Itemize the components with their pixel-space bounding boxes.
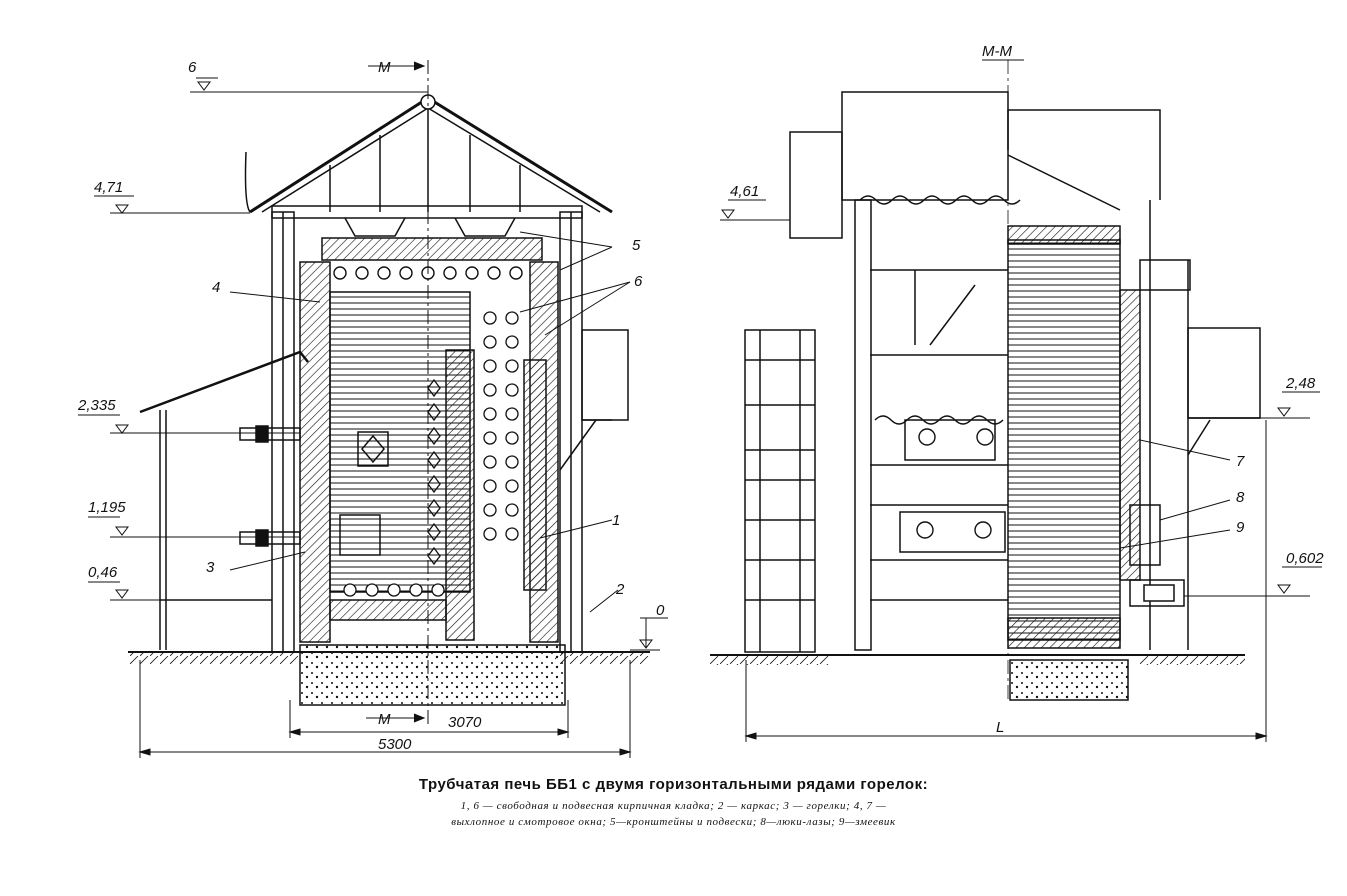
cross-section-view [128, 60, 650, 728]
callout-number: 8 [1236, 489, 1245, 506]
callout-number: 2 [615, 581, 625, 598]
callout-number: 3 [206, 559, 215, 576]
elevation-label: 6 [188, 59, 197, 76]
elevation-label: 4,71 [94, 179, 123, 196]
elevation-label: 2,48 [1285, 375, 1316, 392]
elevation-label: 0,602 [1286, 550, 1324, 567]
figure-caption-legend: выхлопное и смотровое окна; 5—кронштейны… [451, 816, 896, 828]
figure-caption-title: Трубчатая печь ББ1 с двумя горизонтальны… [418, 776, 929, 793]
section-mark-bottom: M [378, 711, 391, 728]
figure-caption-legend: 1, 6 — свободная и подвесная кирпичная к… [460, 800, 887, 812]
elevation-label: 4,61 [730, 183, 759, 200]
drawing-labels: M M M-M 6 4,71 2,335 1,195 0,46 0 4,61 2… [77, 43, 1324, 753]
callout-number: 9 [1236, 519, 1245, 536]
callout-number: 1 [612, 512, 620, 529]
dimension-label: L [996, 719, 1004, 736]
callout-number: 6 [634, 273, 643, 290]
section-mark-top: M [378, 59, 391, 76]
callout-number: 7 [1236, 453, 1245, 470]
callout-number: 5 [632, 237, 641, 254]
dimension-label: 5300 [378, 736, 412, 753]
dimension-label: 3070 [448, 714, 482, 731]
elevation-label: 0,46 [88, 564, 118, 581]
longitudinal-section-view [710, 60, 1261, 701]
dimension-lines [78, 59, 1322, 758]
elevation-label: 1,195 [88, 499, 126, 516]
section-title: M-M [982, 43, 1012, 60]
elevation-label: 0 [656, 602, 665, 619]
elevation-label: 2,335 [77, 397, 116, 414]
callout-number: 4 [212, 279, 220, 296]
